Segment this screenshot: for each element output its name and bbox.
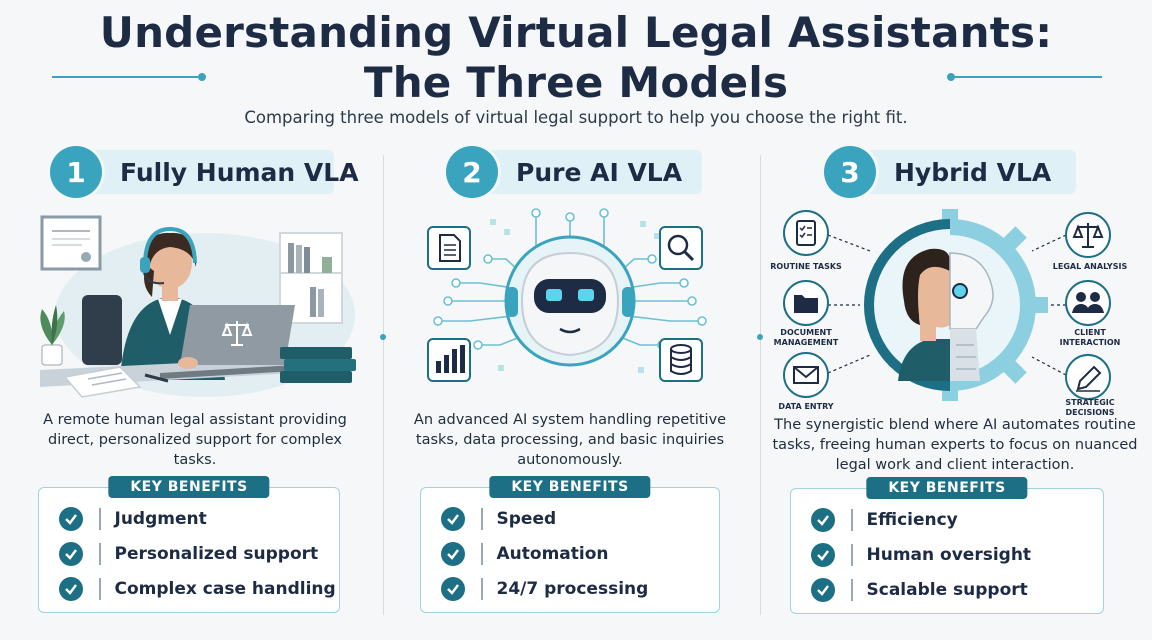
- label-client-interaction-line-2: INTERACTION: [1059, 338, 1121, 347]
- laptop-icon: [160, 305, 295, 379]
- check-icon: [441, 577, 465, 601]
- hybrid-assistant-illustration: [783, 209, 1111, 401]
- model-3-number: 3: [824, 146, 876, 198]
- model-3-benefits-label: KEY BENEFITS: [866, 477, 1028, 499]
- check-icon: [811, 578, 835, 602]
- people-icon: [1065, 280, 1111, 326]
- model-1-title: Fully Human VLA: [120, 158, 359, 187]
- model-2-benefits-label: KEY BENEFITS: [489, 476, 651, 498]
- benefit-text: Personalized support: [114, 544, 319, 564]
- benefit-item: Speed: [441, 504, 556, 534]
- label-document-management: DOCUMENT MANAGEMENT: [770, 328, 842, 348]
- folder-icon: [783, 280, 829, 326]
- human-assistant-illustration: [40, 215, 356, 398]
- label-legal-analysis: LEGAL ANALYSIS: [1052, 262, 1128, 271]
- bar-chart-icon: [427, 338, 471, 382]
- column-divider-2: [760, 155, 761, 615]
- label-data-entry: DATA ENTRY: [778, 402, 834, 411]
- model-2-benefits: KEY BENEFITS Speed Automation 24/7 proce…: [420, 476, 720, 613]
- check-icon: [441, 542, 465, 566]
- model-1-description-line: direct, personalized support for complex…: [48, 432, 342, 468]
- benefit-text: Efficiency: [866, 510, 958, 530]
- check-icon: [811, 543, 835, 567]
- label-document-management-line-1: DOCUMENT: [780, 328, 832, 337]
- hybrid-robot: [949, 252, 994, 381]
- benefit-item: Complex case handling: [59, 574, 336, 604]
- plant-icon: [40, 305, 65, 366]
- label-strategic-decisions: STRATEGIC DECISIONS: [1050, 398, 1130, 418]
- model-1-benefits-label: KEY BENEFITS: [108, 476, 270, 498]
- certificate-icon: [40, 215, 102, 271]
- title-rule-left: [52, 76, 202, 78]
- title-rule-right: [950, 76, 1102, 78]
- model-1-benefits: KEY BENEFITS Judgment Personalized suppo…: [38, 476, 340, 613]
- label-routine-tasks: ROUTINE TASKS: [770, 262, 842, 271]
- label-client-interaction-line-1: CLIENT: [1074, 328, 1106, 337]
- check-icon: [811, 508, 835, 532]
- benefit-item: Scalable support: [811, 575, 1028, 605]
- column-divider-dot-1: [380, 334, 386, 340]
- robot-icon: [504, 235, 636, 367]
- benefit-item: Efficiency: [811, 505, 958, 535]
- label-client-interaction: CLIENT INTERACTION: [1050, 328, 1130, 348]
- pen-icon: [1065, 354, 1111, 400]
- ai-assistant-illustration: [427, 208, 707, 382]
- column-divider-dot-2: [757, 334, 763, 340]
- page-title: Understanding Virtual Legal Assistants: …: [0, 8, 1152, 108]
- label-strategic-decisions-line-1: STRATEGIC: [1065, 398, 1115, 407]
- document-icon: [427, 226, 471, 270]
- column-divider-1: [383, 155, 384, 615]
- model-3-description: The synergistic blend where AI automates…: [770, 415, 1140, 475]
- title-line-1: Understanding Virtual Legal Assistants:: [99, 8, 1053, 57]
- model-1-number: 1: [50, 146, 102, 198]
- model-2-description-line: tasks, data processing, and basic inquir…: [415, 432, 725, 448]
- hybrid-person: [898, 248, 951, 381]
- model-2-number: 2: [446, 146, 498, 198]
- model-1-description-line: A remote human legal assistant providing: [43, 412, 347, 428]
- benefit-text: Speed: [496, 509, 557, 529]
- label-strategic-decisions-line-2: DECISIONS: [1065, 408, 1115, 417]
- model-2-heading: 2 Pure AI VLA: [446, 146, 702, 198]
- benefit-text: Judgment: [114, 509, 207, 529]
- benefit-item: 24/7 processing: [441, 574, 648, 604]
- model-3-title: Hybrid VLA: [894, 158, 1052, 187]
- headset-icon: [140, 226, 197, 285]
- benefit-item: Automation: [441, 539, 609, 569]
- model-2-description-line: autonomously.: [517, 452, 623, 468]
- envelope-icon: [783, 352, 829, 398]
- scales-icon: [1065, 212, 1111, 258]
- title-line-2: The Three Models: [363, 58, 789, 107]
- title-rule-dot-right: [947, 73, 955, 81]
- check-icon: [59, 542, 83, 566]
- benefit-item: Judgment: [59, 504, 207, 534]
- check-icon: [59, 507, 83, 531]
- database-icon: [659, 338, 703, 382]
- benefit-text: Human oversight: [866, 545, 1032, 565]
- label-document-management-line-2: MANAGEMENT: [773, 338, 839, 347]
- scales-icon: [221, 321, 253, 346]
- benefit-text: Automation: [496, 544, 609, 564]
- model-3-benefits: KEY BENEFITS Efficiency Human oversight …: [790, 477, 1104, 614]
- benefit-text: Scalable support: [866, 580, 1028, 600]
- model-3-description-line: The synergistic blend where AI automates…: [774, 417, 1136, 433]
- model-3-heading: 3 Hybrid VLA: [824, 146, 1076, 198]
- model-3-description-line: legal work and client interaction.: [835, 457, 1075, 473]
- model-2-description: An advanced AI system handling repetitiv…: [400, 410, 740, 470]
- model-2-description-line: An advanced AI system handling repetitiv…: [413, 412, 727, 428]
- benefit-item: Human oversight: [811, 540, 1031, 570]
- model-2-title: Pure AI VLA: [516, 158, 683, 187]
- benefit-text: Complex case handling: [114, 579, 336, 599]
- model-1-description: A remote human legal assistant providing…: [30, 410, 360, 470]
- clipboard-icon: [783, 210, 829, 256]
- page-subtitle: Comparing three models of virtual legal …: [244, 108, 908, 127]
- title-rule-dot-left: [198, 73, 206, 81]
- benefit-item: Personalized support: [59, 539, 318, 569]
- check-icon: [59, 577, 83, 601]
- model-3-description-line: tasks, freeing human experts to focus on…: [772, 437, 1138, 453]
- model-1-heading: 1 Fully Human VLA: [50, 146, 359, 198]
- check-icon: [441, 507, 465, 531]
- benefit-text: 24/7 processing: [496, 579, 649, 599]
- magnifier-icon: [659, 226, 703, 270]
